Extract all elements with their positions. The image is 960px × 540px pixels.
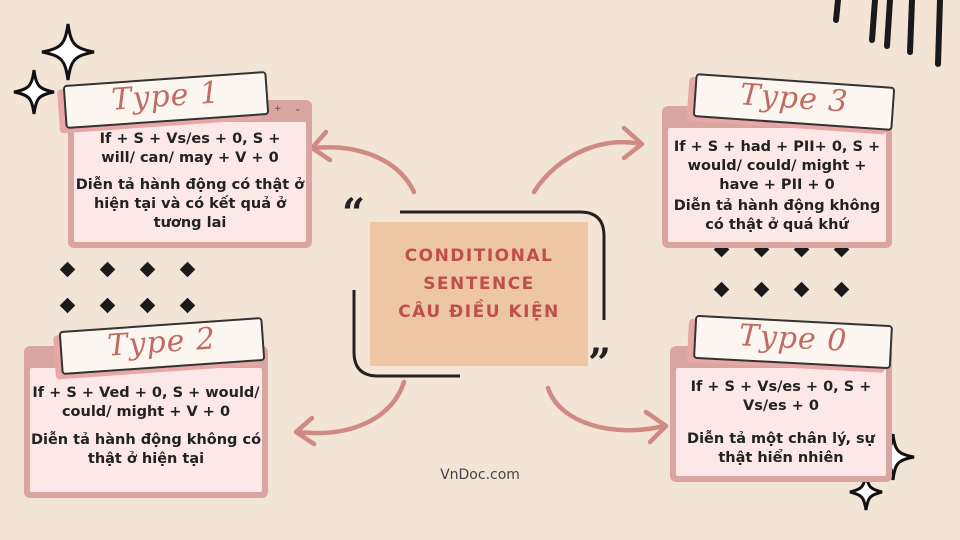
description-line: tương lai [153,215,227,231]
formula-line: Vs/es + 0 [743,398,819,414]
sparkle-icon [41,23,95,81]
center-title-line2: SENTENCE [423,274,535,294]
card-body: If + S + Vs/es + 0, S + Vs/es + 0 Diễn t… [676,368,886,476]
card-type1: × + ⌄ If + S + Vs/es + 0, S + will/ can/… [68,100,312,248]
description-line: thật hiển nhiên [718,450,844,466]
formula-line: will/ can/ may + V + 0 [101,150,279,166]
plus-icon[interactable]: + [274,104,282,114]
decorative-stripes [833,0,943,67]
chevron-down-icon[interactable]: ⌄ [294,104,302,114]
center-frame [352,290,460,378]
description-line: Diễn tả một chân lý, sự [687,431,875,447]
description-line: có thật ở quá khứ [705,217,849,233]
description-line: Diễn tả hành động không có [30,432,262,448]
center-topic: CONDITIONAL SENTENCE CÂU ĐIỀU KIỆN [370,222,588,366]
card-type3: If + S + had + PII+ 0, S + would/ could/… [662,106,892,248]
sparkle-icon [13,69,55,115]
card-body: If + S + Ved + 0, S + would/ could/ migh… [30,368,262,492]
description-line: Diễn tả hành động có thật ở [75,177,305,193]
formula-line: If + S + Vs/es + 0, S + [690,379,872,395]
card-body: If + S + had + PII+ 0, S + would/ could/… [668,128,886,242]
formula-line: have + PII + 0 [719,177,835,193]
card-body: If + S + Vs/es + 0, S + will/ can/ may +… [74,122,306,242]
center-title-line1: CONDITIONAL [404,246,554,266]
card-type0: If + S + Vs/es + 0, S + Vs/es + 0 Diễn t… [670,346,892,482]
formula-line: If + S + Ved + 0, S + would/ [32,385,260,401]
card-type2: × + ⌄ If + S + Ved + 0, S + would/ could… [24,346,268,498]
formula-line: could/ might + V + 0 [61,404,231,420]
description-line: hiện tại và có kết quả ở [93,196,287,212]
formula-line: would/ could/ might + [687,158,867,174]
formula-line: If + S + Vs/es + 0, S + [99,131,281,147]
center-title-vi: CÂU ĐIỀU KIỆN [398,302,560,322]
close-quote-mark: ” [588,340,612,387]
sparkle-icon [849,473,883,511]
description-line: Diễn tả hành động không [673,198,881,214]
formula-line: If + S + had + PII+ 0, S + [673,139,881,155]
footer-site-label: VnDoc.com [440,467,520,483]
open-quote-mark: “ [342,190,366,237]
card-title: Type 0 [738,318,849,359]
description-line: thật ở hiện tại [87,451,205,467]
